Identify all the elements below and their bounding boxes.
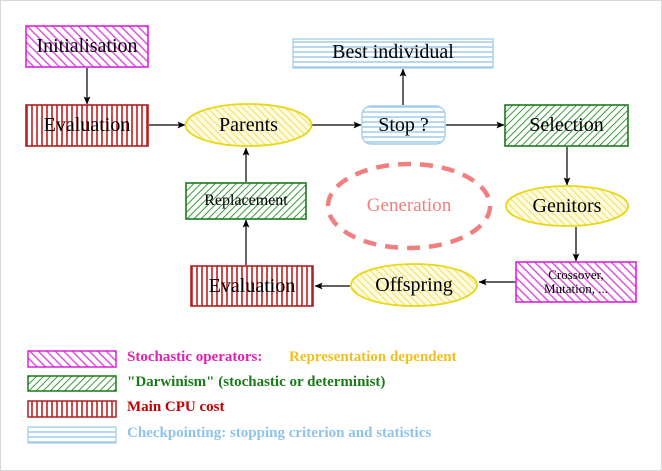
legend-label-main-cpu-cost: Main CPU cost [127, 399, 225, 415]
node-replacement [185, 182, 307, 220]
node-evaluation-bottom [190, 265, 314, 307]
node-best-individual [292, 38, 494, 69]
legend-label-stochastic: Stochastic operators: [127, 349, 263, 365]
legend-label-darwinism: "Darwinism" (stochastic or determinist) [127, 374, 386, 390]
legend-swatch-stochastic [27, 350, 117, 368]
node-selection [504, 104, 629, 147]
node-evaluation-top [25, 104, 149, 147]
edge-group [83, 68, 580, 290]
legend-swatch-cpu [27, 400, 117, 418]
node-offspring [350, 263, 478, 307]
legend-swatch-checkpointing [27, 426, 117, 444]
node-stop [361, 105, 446, 145]
legend-swatch-darwinism [27, 375, 117, 392]
node-initialisation [25, 25, 149, 68]
node-genitors [505, 185, 629, 227]
node-generation-loop [325, 161, 493, 251]
legend-label-checkpointing: Checkpointing: stopping criterion and st… [127, 425, 432, 441]
node-parents [184, 103, 313, 147]
node-crossover-mutation [515, 261, 637, 303]
legend-label-representation-dependent: Representation dependent [289, 349, 457, 365]
